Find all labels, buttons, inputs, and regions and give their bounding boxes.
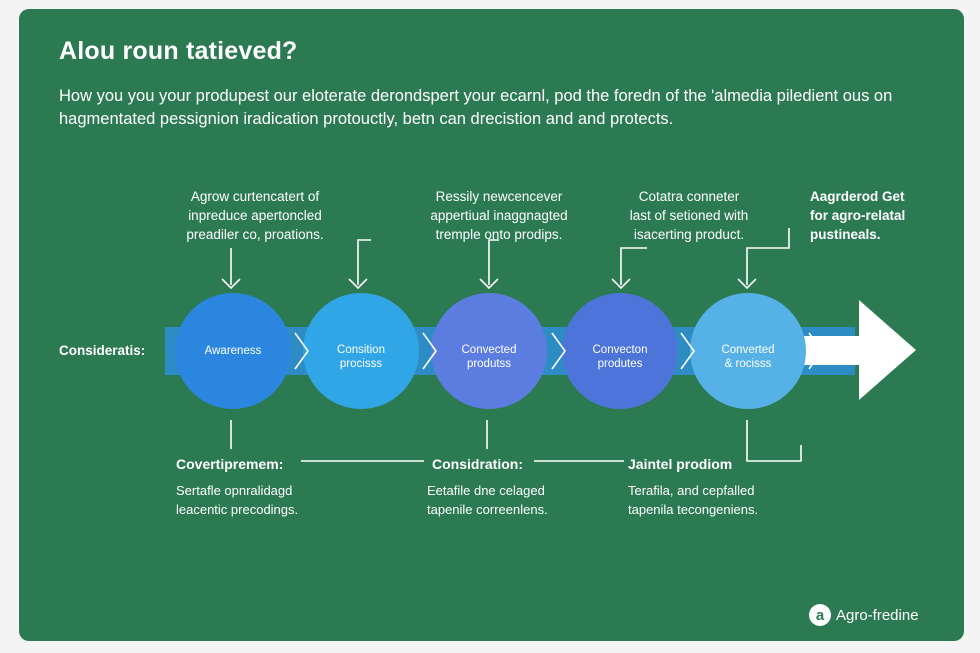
connector-4 (620, 247, 647, 285)
section-body-3: Terafila, and cepfalled tapenila teconge… (628, 483, 759, 517)
stage-3: Convected produtss (431, 293, 547, 409)
final-arrow-icon (799, 300, 916, 400)
stage-5: Converted & rocisss (690, 293, 806, 409)
stage-label: produtss (467, 358, 511, 370)
connector-1-head (221, 278, 241, 290)
brand: a Agro-fredine (809, 604, 919, 626)
connector-2 (357, 239, 371, 285)
connector-arrows (221, 228, 790, 290)
stage-circle (431, 293, 547, 409)
stage-label: procisss (340, 358, 382, 370)
intro-paragraph: How you you your produpest our eloterate… (59, 87, 893, 128)
chevron-icons (294, 332, 823, 370)
section-body-1: Sertafle opnralidagd leacentic precoding… (176, 483, 299, 517)
infographic-card: Alou roun tatieved? How you you your pro… (19, 9, 964, 641)
connector-3 (488, 239, 499, 285)
stage-label: Converted (721, 344, 774, 356)
connector-2-head (348, 278, 368, 290)
top-annotation-1: Agrow curtencatert of inpreduce apertonc… (186, 189, 324, 242)
stage-label: Awareness (205, 345, 262, 357)
stage-label: produtes (598, 358, 643, 370)
lower-connectors (230, 420, 802, 462)
top-annotation-3: Cotatra conneter last of setioned with i… (629, 189, 749, 242)
stage-2: Consition procisss (303, 293, 419, 409)
connector-5-head (737, 278, 757, 290)
connector-3-head (479, 278, 499, 290)
funnel-flow: Awareness Consition procisss Convected p… (165, 228, 916, 462)
stage-circle (690, 293, 806, 409)
connector-4-head (611, 278, 631, 290)
brand-name: Agro-fredine (836, 606, 919, 624)
chevron-right-icon (551, 332, 566, 370)
section-heading-1: Covertipremem: (176, 456, 284, 472)
stage-label: Consition (337, 344, 385, 356)
lower-connector-3 (746, 420, 802, 462)
stage-label: & rocisss (725, 358, 772, 370)
stage-label: Convected (462, 344, 517, 356)
chevron-right-icon (808, 332, 823, 370)
connector-5 (746, 228, 790, 285)
stage-circle (175, 293, 291, 409)
side-label: Consideratis: (59, 343, 146, 358)
brand-logo-icon: a (809, 604, 831, 626)
top-annotation-2: Ressily newcencever appertiual inaggnagt… (430, 189, 568, 242)
stage-label: Convecton (593, 344, 648, 356)
stage-circle (303, 293, 419, 409)
section-heading-2: Considration: (432, 456, 523, 472)
top-annotation-4: Aagrderod Get for agro-relatal pustineal… (810, 189, 906, 242)
section-body-2: Eetafile dne celaged tapenile correenlen… (427, 483, 548, 517)
chevron-right-icon (680, 332, 695, 370)
stage-circle (562, 293, 678, 409)
chevron-right-icon (422, 332, 437, 370)
stage-4: Convecton produtes (562, 293, 678, 409)
section-heading-3: Jaintel prodiom (628, 456, 733, 472)
page-title: Alou roun tatieved? (59, 37, 298, 65)
chevron-right-icon (294, 332, 309, 370)
stage-1: Awareness (175, 293, 291, 409)
